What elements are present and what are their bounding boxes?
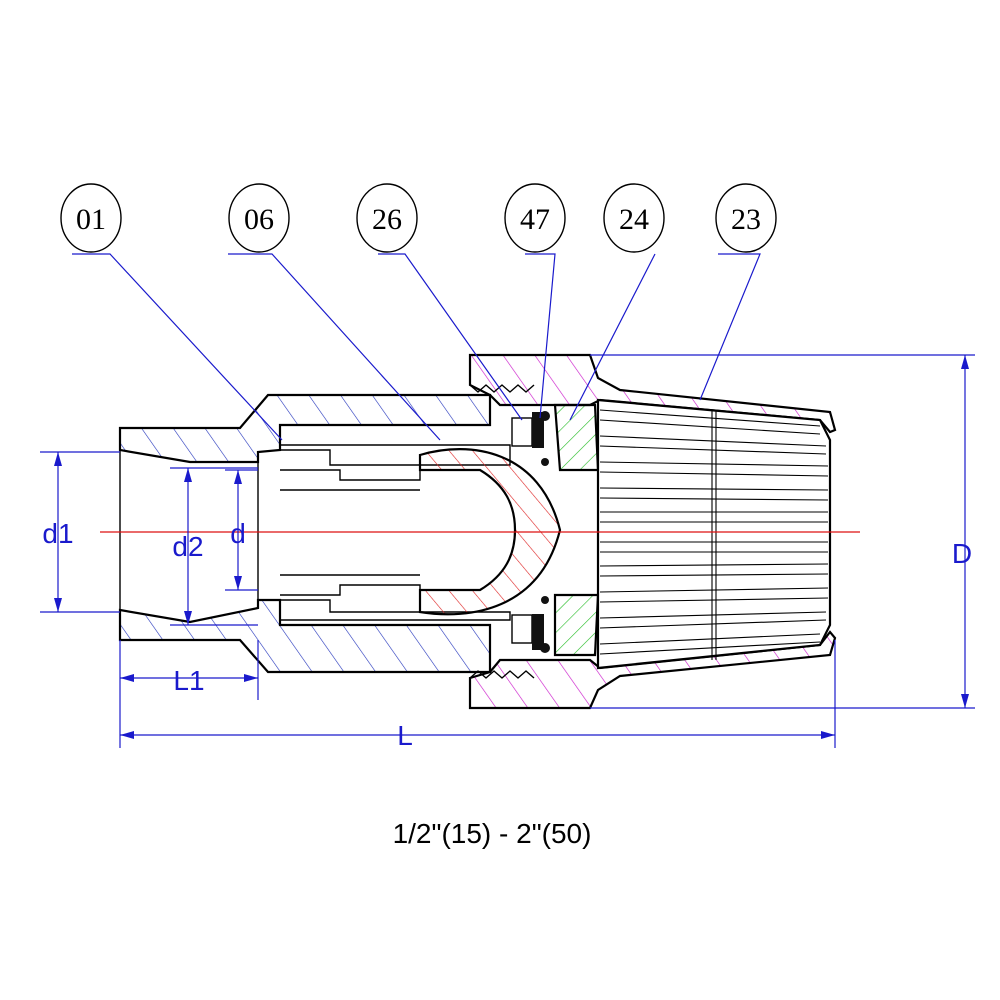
part-24-insert — [553, 403, 600, 657]
balloon-26: 26 — [356, 183, 418, 253]
grip-ribs — [599, 409, 829, 660]
dimension-lines — [40, 354, 975, 748]
balloon-01: 01 — [60, 183, 122, 253]
size-range-caption: 1/2"(15) - 2"(50) — [393, 818, 592, 849]
dim-label-L1: L1 — [173, 665, 204, 696]
balloon-24: 24 — [603, 183, 665, 253]
svg-text:06: 06 — [244, 203, 274, 236]
dim-label-d1: d1 — [42, 518, 73, 549]
svg-text:23: 23 — [731, 203, 761, 236]
svg-text:24: 24 — [619, 203, 649, 236]
balloon-06: 06 — [228, 183, 290, 253]
dim-label-L: L — [397, 720, 413, 751]
svg-text:47: 47 — [520, 203, 550, 236]
svg-text:26: 26 — [372, 203, 402, 236]
balloon-47: 47 — [504, 183, 566, 253]
svg-text:01: 01 — [76, 203, 106, 236]
part-47-oring — [532, 411, 550, 653]
dim-label-D: D — [952, 538, 972, 569]
dim-label-d2: d2 — [172, 531, 203, 562]
part-23-cap — [468, 353, 837, 710]
leader-lines — [72, 253, 761, 441]
ball-closure — [418, 448, 562, 616]
balloon-23: 23 — [715, 183, 777, 253]
dim-label-d: d — [230, 518, 246, 549]
